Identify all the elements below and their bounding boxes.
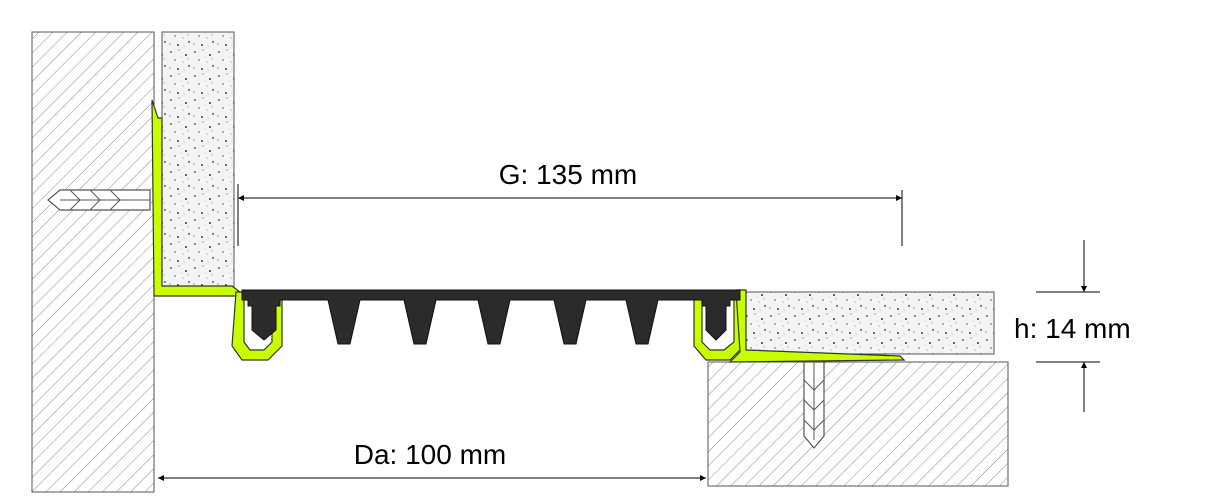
depth-dimension-label: Da: 100 mm (354, 439, 507, 470)
right-profile-flange (728, 289, 906, 363)
right-floor-covering (745, 291, 995, 355)
left-wall-substrate (31, 31, 155, 493)
left-profile-flange (151, 99, 241, 297)
height-dimension-label: h: 14 mm (1014, 313, 1131, 344)
height-dimension (1036, 240, 1100, 412)
left-wall-anchor (47, 189, 151, 211)
gap-dimension-label: G: 135 mm (499, 159, 637, 190)
right-floor-substrate (707, 361, 1009, 487)
gap-dimension (237, 184, 903, 246)
rubber-insert (241, 289, 741, 345)
right-floor-anchor (803, 361, 825, 449)
left-wall-covering (161, 31, 235, 289)
